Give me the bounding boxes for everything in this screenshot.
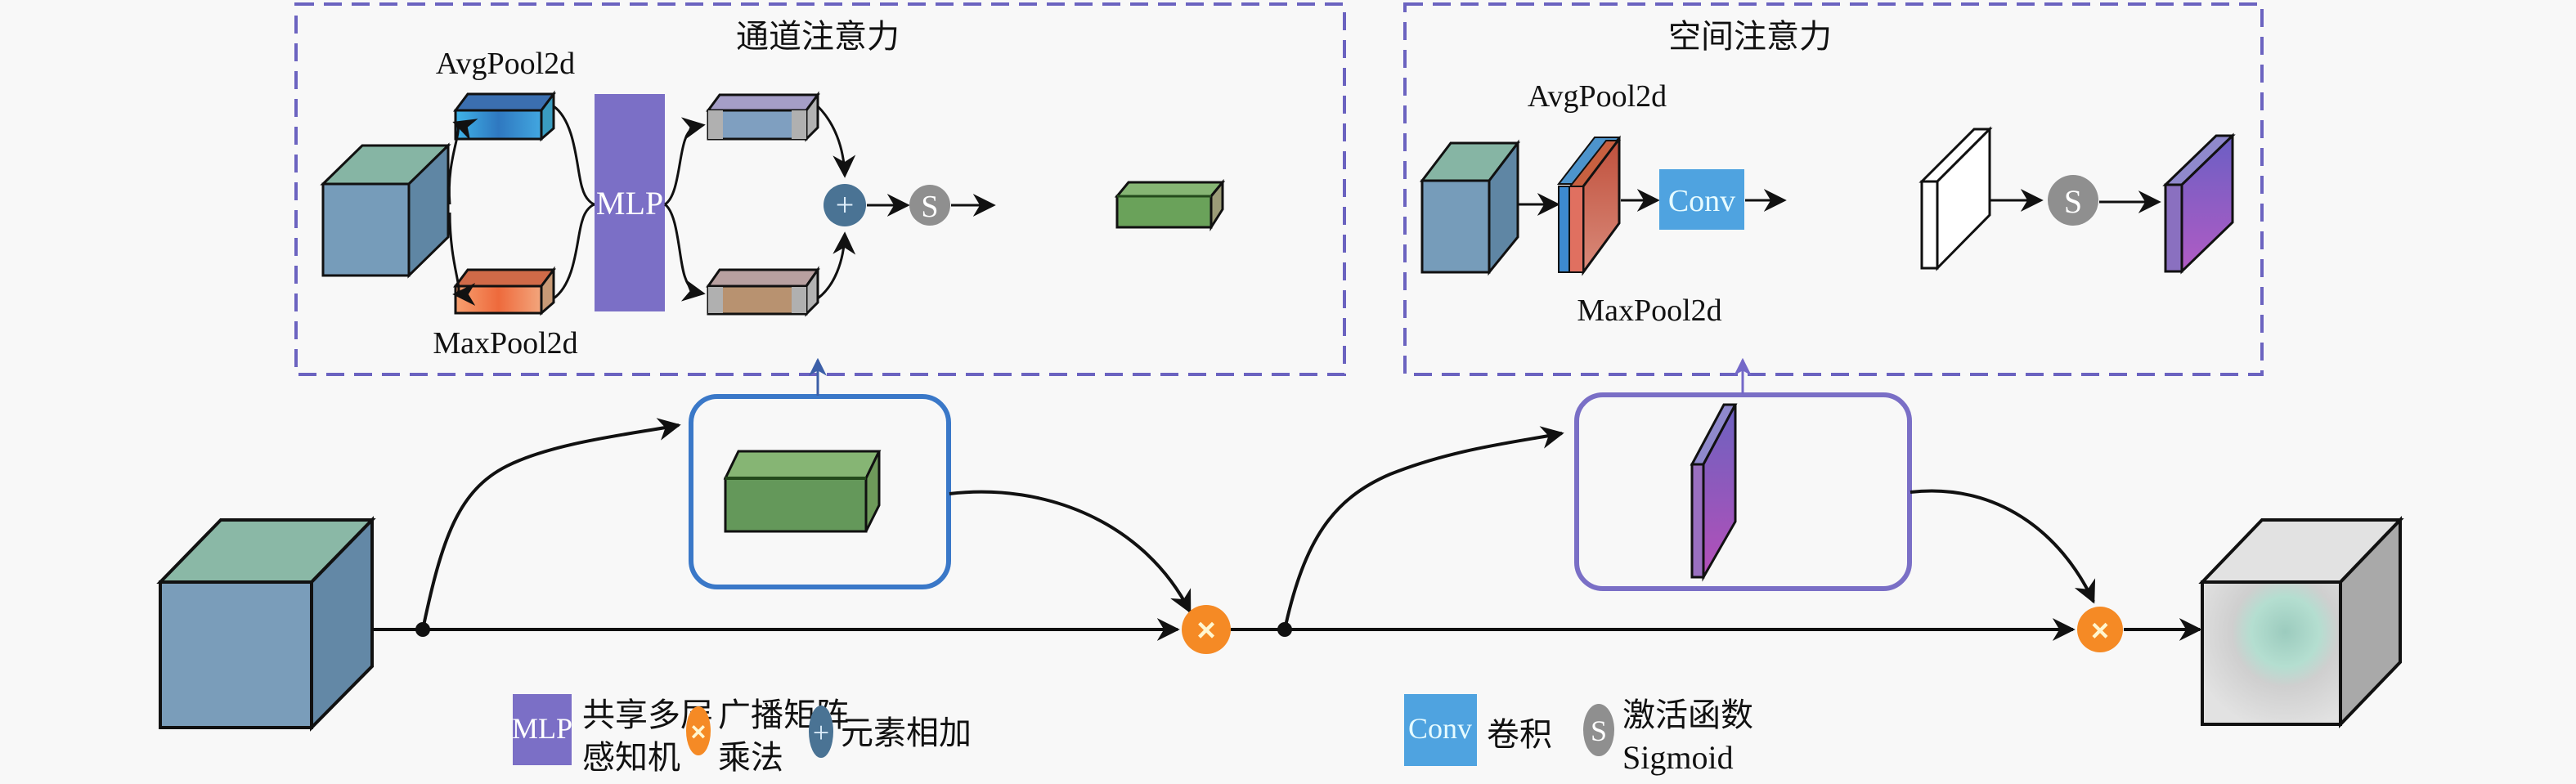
- legend-sigmoid-symbol: S: [1591, 715, 1607, 747]
- legend-conv-swatch: [1404, 694, 1477, 766]
- arrow-cube-to-maxpool: [448, 212, 476, 306]
- legend-mlp-swatch: [513, 694, 572, 765]
- spatial-attention-border: [1403, 2, 2264, 376]
- channel-mlp-avg-output: [706, 91, 820, 142]
- input-feature-cube: [156, 516, 376, 732]
- legend: MLP 共享多层 感知机 × 广播矩阵 乘法 + 元素相加 Conv 卷积 S …: [512, 694, 1753, 776]
- channel-input-cube: [320, 142, 451, 279]
- add-symbol: +: [836, 186, 855, 223]
- channel-attention-panel: 通道注意力 AvgPool2d MaxPool2d MLP: [294, 2, 1346, 376]
- arrow-to-channel-module: [421, 418, 681, 630]
- spatial-avgpool-label: AvgPool2d: [1528, 79, 1667, 114]
- spatial-sigmoid-node: [2048, 175, 2098, 226]
- legend-conv-label: 卷积: [1487, 716, 1552, 753]
- arrow-mlp-to-bottom: [663, 203, 706, 302]
- channel-attention-border: [294, 2, 1346, 376]
- legend-sigmoid-label-line1: 激活函数: [1622, 697, 1753, 733]
- legend-item-conv: Conv 卷积: [1404, 694, 1552, 766]
- arrow-top-to-add: [816, 105, 856, 178]
- mlp-label: MLP: [596, 185, 663, 222]
- spatial-attention-title: 空间注意力: [1668, 18, 1832, 55]
- arrow-spatial-to-multiply: [1910, 489, 2096, 604]
- spatial-input-cube: [1419, 139, 1521, 276]
- channel-avgpool-feature: [453, 90, 556, 142]
- multiply-symbol-2: ×: [2091, 614, 2109, 648]
- arrow-cube-to-avgpool: [447, 119, 478, 205]
- output-feature-cube: [2198, 516, 2404, 728]
- legend-mlp-symbol: MLP: [512, 712, 572, 745]
- arrow-mlp-to-top: [664, 117, 706, 206]
- line-avgpool-to-mlp: [553, 105, 596, 206]
- arrow-channel-to-multiply: [949, 490, 1192, 614]
- legend-add-icon: [809, 706, 833, 758]
- legend-item-mlp: MLP 共享多层 感知机: [512, 694, 713, 776]
- channel-maxpool-feature: [453, 266, 556, 316]
- multiply-node-1: [1182, 605, 1231, 654]
- legend-mlp-label-line2: 感知机: [582, 739, 680, 776]
- legend-conv-symbol: Conv: [1408, 712, 1472, 745]
- spatial-weights-feature: [2162, 132, 2236, 275]
- legend-sigmoid-label-line2: Sigmoid: [1622, 739, 1734, 776]
- legend-item-sigmoid: S 激活函数 Sigmoid: [1583, 697, 1753, 776]
- conv-block: [1659, 169, 1744, 230]
- multiply-node-2: [2077, 607, 2123, 652]
- legend-add-symbol: +: [813, 716, 829, 749]
- channel-maxpool-label: MaxPool2d: [433, 326, 577, 361]
- legend-multiply-icon: [686, 706, 711, 755]
- spatial-attention-module[interactable]: [1574, 392, 1912, 591]
- legend-sigmoid-icon: [1583, 704, 1614, 756]
- multiply-symbol-1: ×: [1196, 612, 1215, 648]
- add-node: [824, 184, 866, 226]
- conv-label: Conv: [1668, 184, 1735, 218]
- spatial-module-feature: [1690, 403, 1738, 582]
- legend-multiply-symbol: ×: [691, 717, 707, 746]
- arrow-to-spatial-module: [1283, 426, 1564, 630]
- spatial-sigmoid-symbol: S: [2064, 183, 2082, 220]
- legend-add-label: 元素相加: [841, 715, 972, 751]
- channel-sigmoid-node: [909, 185, 950, 226]
- channel-module-feature: [723, 450, 882, 533]
- arrow-bottom-to-add: [817, 231, 856, 300]
- line-maxpool-to-mlp: [553, 203, 596, 300]
- mlp-block: [595, 94, 665, 311]
- spatial-attention-panel: 空间注意力 AvgPool2d MaxPool2d Conv: [1403, 2, 2264, 376]
- channel-weights-feature: [1114, 178, 1226, 232]
- legend-multiply-label-line2: 乘法: [718, 739, 783, 776]
- channel-avgpool-label: AvgPool2d: [436, 47, 575, 81]
- channel-sigmoid-symbol: S: [921, 190, 938, 224]
- spatial-maxpool-label: MaxPool2d: [1577, 293, 1721, 328]
- legend-item-add: + 元素相加: [809, 706, 972, 758]
- channel-mlp-max-output: [706, 266, 820, 317]
- spatial-conv-output-map: [1919, 126, 1993, 271]
- spatial-pooled-maps: [1556, 135, 1622, 276]
- channel-attention-title: 通道注意力: [736, 18, 900, 55]
